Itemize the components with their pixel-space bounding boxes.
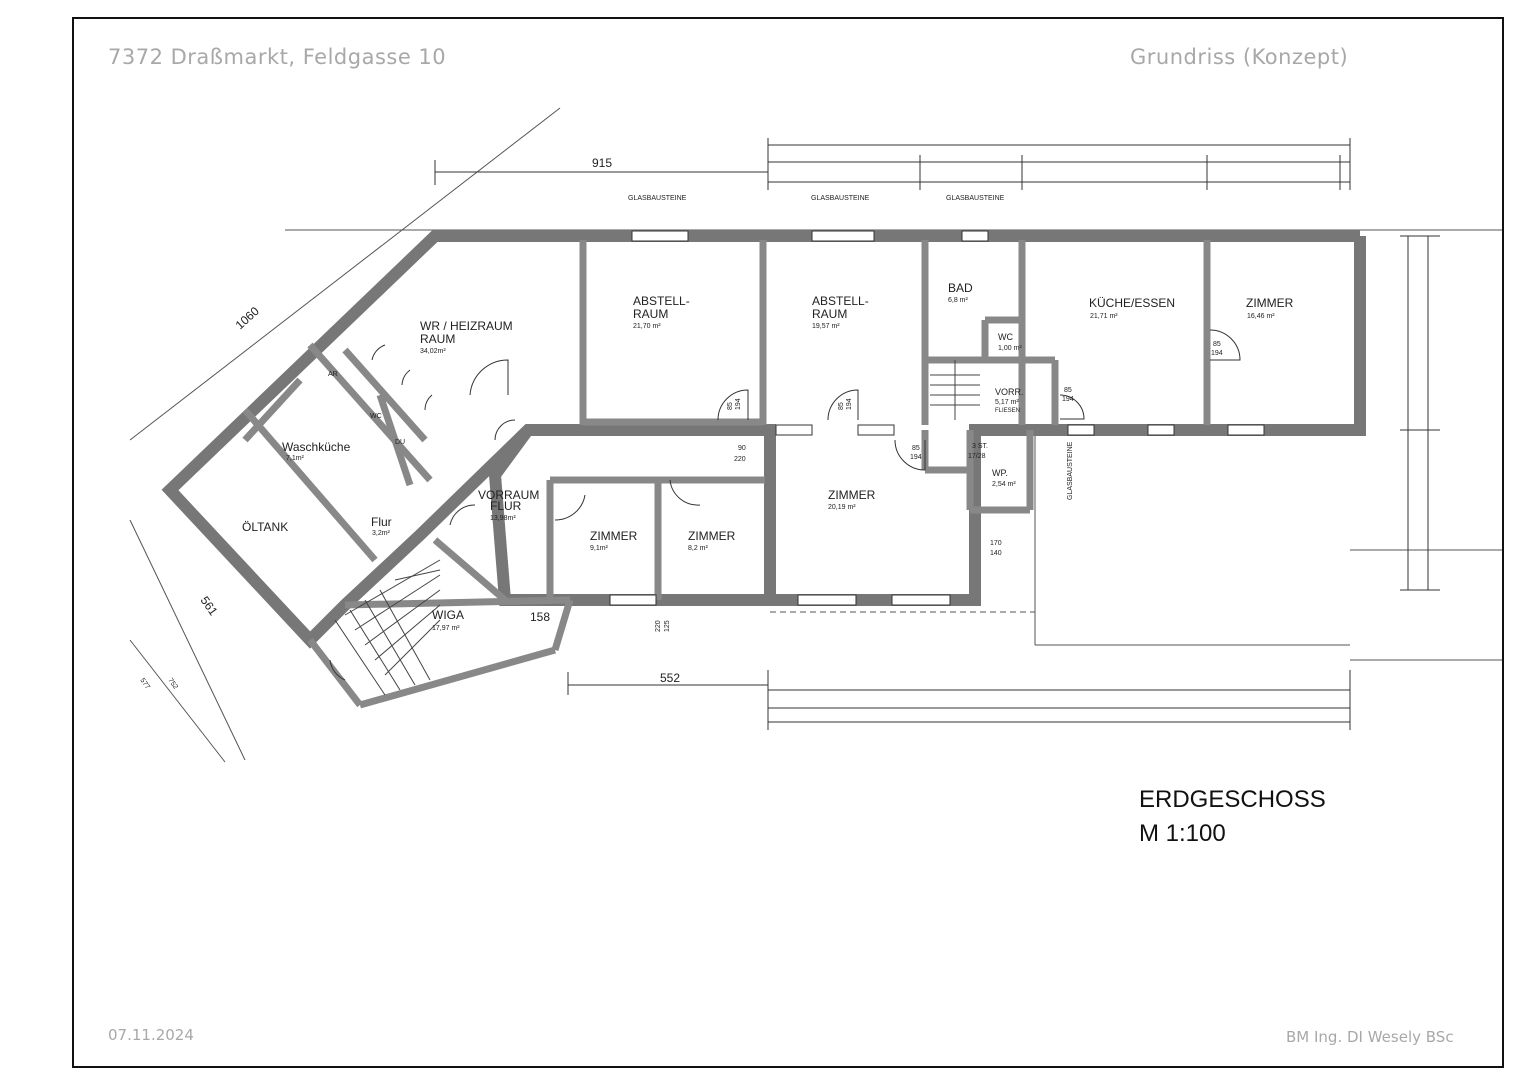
room-label-abstell1-2: RAUM — [633, 307, 668, 321]
dim-90: 90 — [738, 445, 746, 452]
dim-220: 220 — [734, 456, 746, 463]
room-area-wp: 2,54 m² — [992, 481, 1016, 488]
room-area-bad: 6,8 m² — [948, 297, 969, 304]
dimension-lines-top — [434, 138, 1351, 190]
room-label-du: DU — [395, 439, 405, 446]
dim-194-e: 194 — [846, 398, 853, 410]
author-footer: BM Ing. DI Wesely BSc — [1286, 1028, 1454, 1046]
glasbausteine-label-2: GLASBAUSTEINE — [811, 195, 870, 202]
stairs — [334, 360, 980, 696]
room-area-abstell1: 21,70 m² — [633, 323, 661, 330]
date-footer: 07.11.2024 — [108, 1026, 194, 1044]
room-area-flur-small: 3,2m² — [372, 530, 391, 537]
dim-915: 915 — [592, 156, 612, 170]
door-swings — [329, 329, 1241, 681]
room-label-abstell2-2: RAUM — [812, 307, 847, 321]
glasbausteine-label-1: GLASBAUSTEINE — [628, 195, 687, 202]
dimension-lines-bottom — [567, 670, 1351, 730]
dimension-lines-right — [1400, 235, 1440, 591]
room-label-wc-small: WC — [370, 413, 382, 420]
room-label-oeltank: ÖLTANK — [242, 520, 288, 534]
dim-85-a: 85 — [912, 445, 920, 452]
dim-170: 170 — [990, 540, 1002, 547]
dim-194-b: 194 — [1211, 350, 1223, 357]
room-label-vorraum-flur-2: FLUR — [490, 499, 522, 513]
room-label-zimmer-a: ZIMMER — [590, 529, 638, 543]
dim-194-a: 194 — [910, 454, 922, 461]
room-area-zimmer-east: 16,46 m² — [1247, 313, 1275, 320]
walls-inner — [242, 240, 1211, 709]
dim-194-c: 194 — [1062, 396, 1074, 403]
drawing-sheet — [72, 17, 1504, 1068]
room-label-zimmer-east: ZIMMER — [1246, 296, 1294, 310]
room-label-kueche: KÜCHE/ESSEN — [1089, 296, 1175, 310]
plan-type-header: Grundriss (Konzept) — [1130, 45, 1349, 69]
room-area-vorr: 5,17 m² — [995, 399, 1019, 406]
dim-85-e: 85 — [838, 402, 845, 410]
dim-85-d: 85 — [727, 402, 734, 410]
address-header: 7372 Draßmarkt, Feldgasse 10 — [108, 45, 447, 69]
room-label-vorraum-flur: VORRAUM — [478, 488, 539, 502]
glasbausteine-label-3: GLASBAUSTEINE — [946, 195, 1005, 202]
room-label-waschkueche: Waschküche — [282, 440, 351, 454]
room-area-zimmer-b: 8,2 m² — [688, 545, 709, 552]
room-area-wc: 1,00 m² — [998, 345, 1022, 352]
dim-3-st: 3 ST. — [972, 443, 988, 450]
glasbausteine-label-4: GLASBAUSTEINE — [1067, 441, 1074, 500]
room-label-wiga: WIGA — [432, 608, 464, 622]
room-label-bad: BAD — [948, 281, 973, 295]
room-area-abstell2: 19,57 m² — [812, 323, 840, 330]
room-area-waschkueche: 7,1m² — [286, 455, 305, 462]
room-area-kueche: 21,71 m² — [1090, 313, 1118, 320]
dim-552: 552 — [660, 671, 680, 685]
dim-194-d: 194 — [735, 398, 742, 410]
dim-158: 158 — [530, 610, 550, 624]
room-area-zimmer-a: 9,1m² — [590, 545, 609, 552]
room-label-wp: WP. — [992, 468, 1008, 478]
room-area-vorraum-flur: 13,98m² — [490, 515, 516, 522]
room-area-wr-heizraum: 34,02m² — [420, 348, 446, 355]
dim-140: 140 — [990, 550, 1002, 557]
room-area-zimmer-c: 20,19 m² — [828, 504, 856, 511]
room-label-wc: WC — [998, 332, 1013, 342]
scale-label: M 1:100 — [1139, 820, 1226, 847]
dim-220-b: 220 — [655, 620, 662, 632]
room-area-wiga: 17,97 m² — [432, 625, 460, 632]
floor-title: ERDGESCHOSS — [1139, 786, 1326, 813]
room-label-vorr: VORR. — [995, 387, 1024, 397]
room-label-zimmer-b: ZIMMER — [688, 529, 736, 543]
room-label-abstell2: ABSTELL- — [812, 294, 869, 308]
room-label-zimmer-c: ZIMMER — [828, 488, 876, 502]
dim-1060: 1060 — [233, 304, 262, 332]
dim-577: 577 — [138, 677, 150, 691]
windows — [609, 230, 1265, 606]
room-label-flur-small: Flur — [371, 515, 392, 529]
dim-561: 561 — [198, 594, 221, 619]
dim-85-b: 85 — [1213, 341, 1221, 348]
room-label-ar: AR — [328, 371, 338, 378]
room-label-wr-heizraum-2: RAUM — [420, 332, 455, 346]
dim-85-c: 85 — [1064, 387, 1072, 394]
room-label-wr-heizraum: WR / HEIZRAUM — [420, 319, 513, 333]
room-label-abstell1: ABSTELL- — [633, 294, 690, 308]
room-note-vorr: FLIESEN — [995, 408, 1020, 414]
dim-17-28: 17/28 — [968, 453, 986, 460]
dim-125: 125 — [664, 620, 671, 632]
